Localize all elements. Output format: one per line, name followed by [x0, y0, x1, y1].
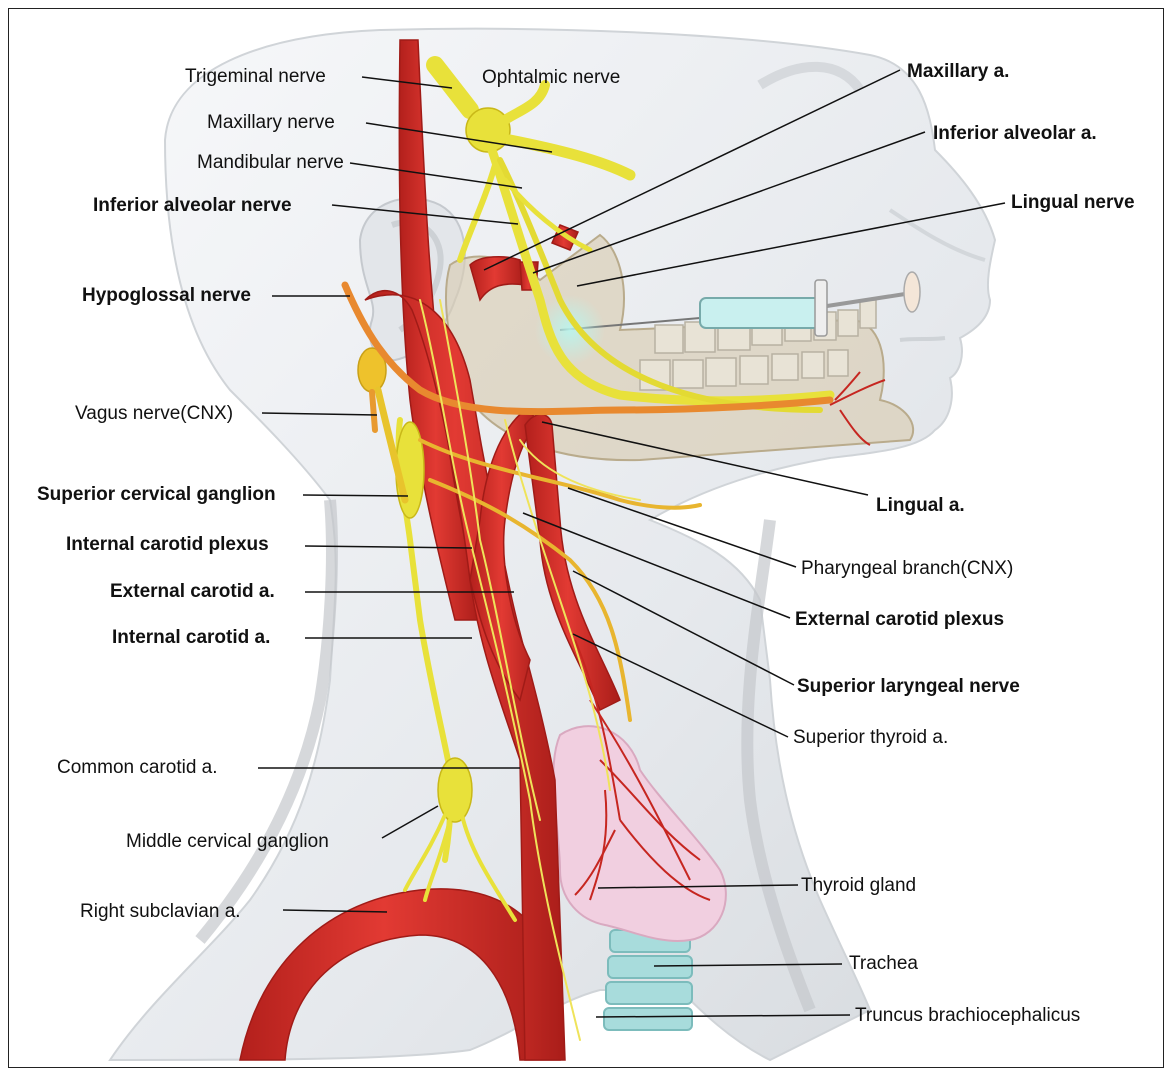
figure-border	[8, 8, 1164, 1068]
